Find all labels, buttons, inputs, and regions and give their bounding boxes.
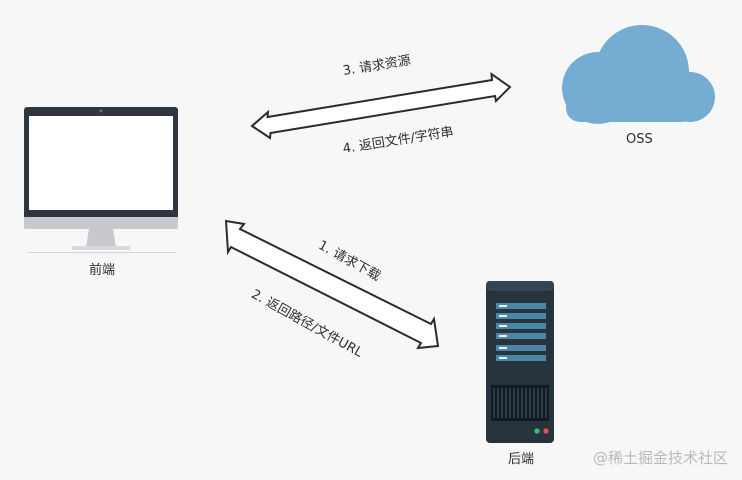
watermark-text: @稀土掘金技术社区	[592, 449, 728, 467]
cloud-icon	[562, 25, 715, 124]
monitor-icon	[24, 107, 178, 253]
arrow-frontend-backend	[224, 219, 440, 350]
server-icon	[486, 281, 554, 443]
backend-label: 后端	[508, 452, 535, 467]
arrow-frontend-oss	[250, 71, 512, 140]
oss-label: OSS	[626, 132, 653, 147]
frontend-label: 前端	[89, 263, 116, 278]
